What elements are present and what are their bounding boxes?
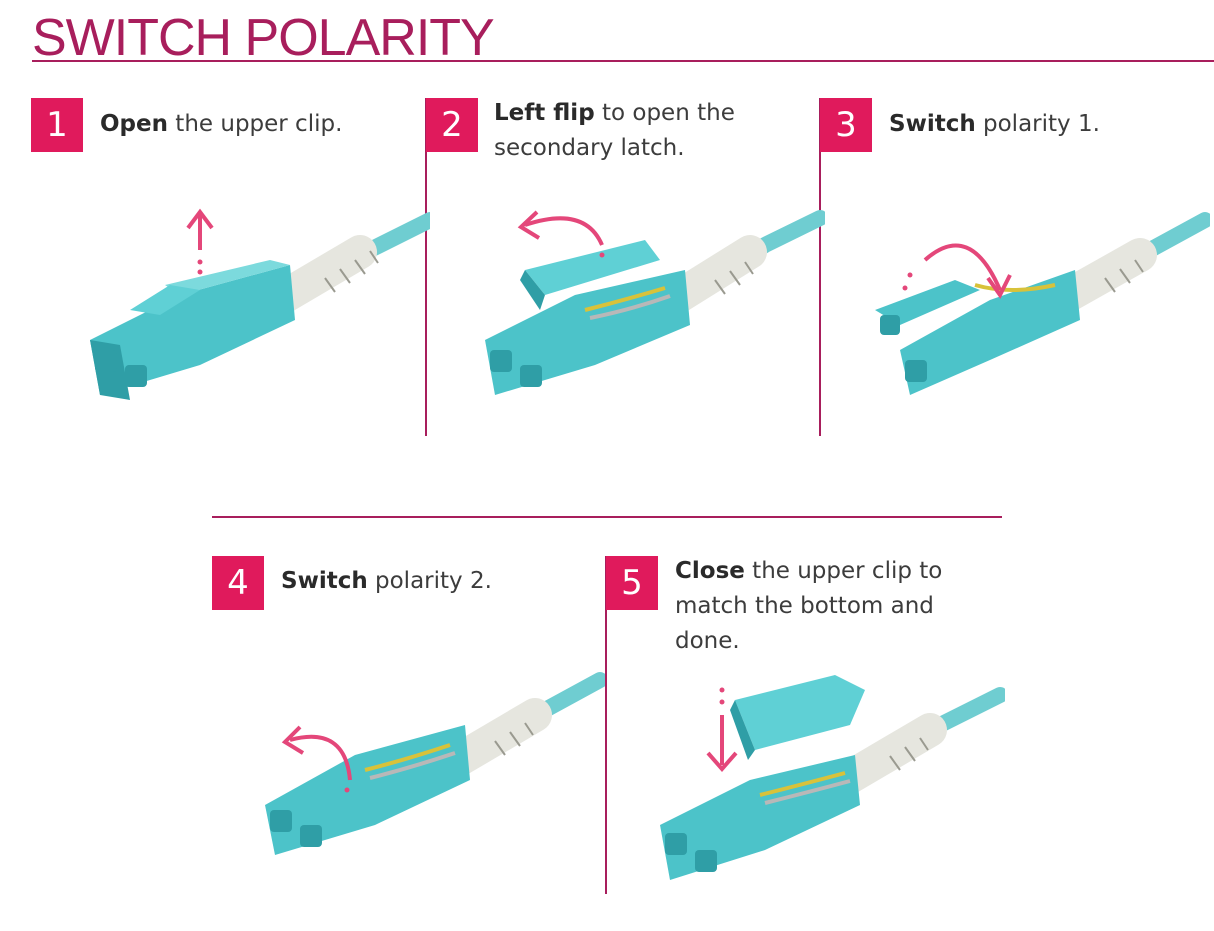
fiber-cable (648, 210, 825, 322)
arrow-up-icon (186, 208, 214, 275)
step-5-number: 5 (606, 556, 658, 610)
fiber-cable (828, 687, 1005, 797)
step-3-illustration (875, 212, 1210, 395)
step-4-illustration (265, 672, 605, 855)
row-divider (212, 516, 1002, 518)
fiber-cable (1043, 212, 1210, 317)
rotate-left-arrow-icon (281, 725, 352, 793)
rotate-right-arrow-icon (902, 243, 1012, 299)
page-title: SWITCH POLARITY (32, 9, 495, 67)
step-5-text-line1: the upper clip to (744, 558, 943, 584)
step-4-text: polarity 2. (367, 568, 492, 594)
step-5-text-line3: done. (675, 628, 740, 654)
upper-clip (730, 675, 865, 760)
step-1-divider (425, 98, 427, 436)
open-latch (520, 240, 660, 310)
step-3-bold: Switch (889, 111, 976, 137)
step-1-bold: Open (100, 111, 168, 137)
step-3-number: 3 (820, 98, 872, 152)
step-3-text: polarity 1. (975, 111, 1100, 137)
step-5-bold: Close (675, 558, 745, 584)
step-2-text-line1: to open the (594, 100, 735, 126)
step-4-caption: Switch polarity 2. (281, 564, 492, 599)
lc-connector (660, 755, 860, 880)
step-4-bold: Switch (281, 568, 368, 594)
step-2-illustration (485, 210, 825, 395)
step-1-caption: Open the upper clip. (100, 107, 342, 142)
step-1-text: the upper clip. (168, 111, 343, 137)
rotate-left-arrow-icon (517, 210, 605, 258)
step-2-bold: Left flip (494, 100, 595, 126)
step-1-number: 1 (31, 98, 83, 152)
step-4-divider (605, 556, 607, 894)
step-5-illustration (660, 675, 1005, 880)
lc-connector (90, 260, 295, 400)
step-5-text-line2: match the bottom and (675, 593, 934, 619)
lc-connector (485, 270, 690, 395)
step-2-text-line2: secondary latch. (494, 135, 685, 161)
step-2-caption: Left flip to open the secondary latch. (494, 96, 735, 166)
lc-connector (265, 725, 470, 855)
fiber-cable (433, 672, 605, 782)
lc-connector (875, 270, 1080, 395)
fiber-cable (253, 212, 430, 322)
step-2-divider (819, 98, 821, 436)
step-2-number: 2 (426, 98, 478, 152)
title-underline (32, 60, 1214, 62)
arrow-down-icon (706, 687, 738, 773)
step-4-number: 4 (212, 556, 264, 610)
step-1-illustration (90, 208, 430, 400)
step-3-caption: Switch polarity 1. (889, 107, 1100, 142)
step-5-caption: Close the upper clip to match the bottom… (675, 554, 942, 659)
